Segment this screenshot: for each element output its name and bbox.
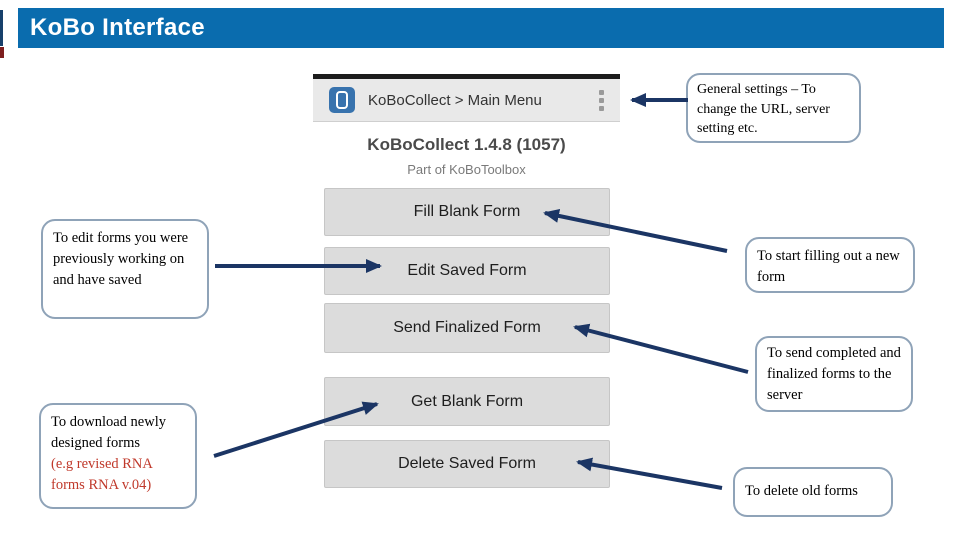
callout-get-blank-red-text: (e.g revised RNA forms RNA v.04)	[51, 456, 153, 494]
callout-delete-saved: To delete old forms	[733, 467, 893, 517]
kobocollect-app-icon	[329, 87, 355, 113]
send-finalized-form-button[interactable]: Send Finalized Form	[324, 303, 610, 353]
overflow-menu-icon[interactable]	[595, 86, 608, 115]
slide-edge-mark	[0, 47, 4, 58]
get-blank-form-button[interactable]: Get Blank Form	[324, 377, 610, 426]
callout-fill-blank: To start filling out a new form	[745, 237, 915, 293]
delete-saved-form-button[interactable]: Delete Saved Form	[324, 440, 610, 488]
callout-general-settings: General settings – To change the URL, se…	[686, 73, 861, 143]
phone-status-bar	[313, 74, 620, 79]
app-bar: KoBoCollect > Main Menu	[313, 79, 620, 122]
callout-get-blank-text: To download newly designed forms	[51, 414, 166, 452]
fill-blank-form-button[interactable]: Fill Blank Form	[324, 188, 610, 236]
slide-edge-decoration	[0, 10, 3, 46]
slide-title-bar: KoBo Interface	[18, 8, 944, 48]
callout-delete-saved-text: To delete old forms	[745, 483, 858, 500]
callout-send-finalized: To send completed and finalized forms to…	[755, 336, 913, 412]
app-version-title: KoBoCollect 1.4.8 (1057)	[367, 135, 566, 154]
callout-edit-saved: To edit forms you were previously workin…	[41, 219, 209, 319]
edit-saved-form-button[interactable]: Edit Saved Form	[324, 247, 610, 295]
kobocollect-screenshot: KoBoCollect > Main Menu KoBoCollect 1.4.…	[313, 74, 620, 177]
slide-title: KoBo Interface	[30, 14, 205, 41]
app-bar-title: KoBoCollect > Main Menu	[368, 91, 542, 109]
callout-get-blank: To download newly designed forms (e.g re…	[39, 403, 197, 509]
app-subtitle: Part of KoBoToolbox	[407, 162, 526, 177]
